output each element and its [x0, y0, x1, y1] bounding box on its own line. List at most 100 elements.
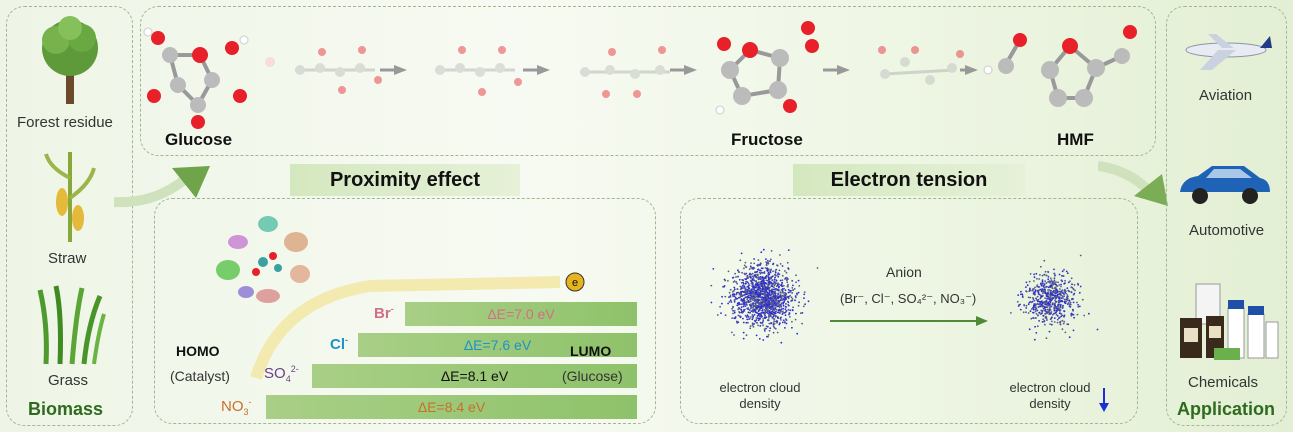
electron-dot [734, 298, 737, 301]
electron-dot [1064, 298, 1067, 301]
electron-dot [762, 311, 765, 314]
electron-dot [766, 311, 768, 314]
electron-dot [1028, 328, 1031, 331]
electron-dot [766, 259, 769, 262]
electron-dot [1035, 332, 1038, 334]
electron-dot [762, 324, 764, 327]
electron-dot [794, 295, 797, 297]
electron-dot [756, 315, 759, 318]
electron-dot [728, 296, 730, 298]
electron-dot [783, 298, 785, 301]
electron-dot [751, 278, 754, 281]
electron-dot [1025, 281, 1028, 284]
electron-dot [1017, 294, 1020, 296]
electron-dot [751, 298, 754, 300]
electron-dot [770, 322, 773, 325]
car-icon [1180, 166, 1270, 204]
electron-dot [765, 316, 768, 319]
electron-dot [1088, 312, 1090, 315]
electron-dot [1051, 323, 1053, 326]
electron-dot [772, 270, 774, 273]
electron-dot [1072, 301, 1075, 304]
electron-dot [768, 315, 770, 318]
electron-dot [730, 301, 733, 303]
electron-dot [1057, 281, 1059, 284]
electron-dot [773, 304, 776, 307]
electron-dot [1064, 279, 1066, 282]
electron-dot [773, 308, 776, 311]
electron-dot [758, 283, 761, 285]
electron-dot [763, 292, 765, 295]
electron-dot [795, 274, 797, 277]
electron-dot [732, 281, 735, 283]
electron-dot [762, 279, 765, 282]
electron-dot [765, 302, 768, 305]
electron-dot [775, 315, 777, 318]
electron-dot [787, 267, 790, 270]
electron-dot [1048, 308, 1051, 311]
electron-dot [1041, 312, 1043, 315]
electron-dot [728, 291, 731, 294]
no3-energy-bar: ΔE=8.4 eV [266, 395, 637, 419]
electron-dot [746, 298, 749, 301]
cl-energy: ΔE=7.6 eV [463, 337, 532, 353]
electron-dot [738, 315, 741, 317]
electron-dot [734, 316, 737, 318]
electron-dot [759, 317, 761, 320]
electron-dot [754, 286, 757, 289]
electron-dot [1056, 315, 1059, 317]
electron-dot [747, 307, 750, 310]
electron-dot [774, 327, 777, 330]
electron-dot [1041, 302, 1044, 304]
electron-dot [797, 291, 800, 294]
electron-dot [739, 316, 742, 319]
electron-dot [747, 321, 749, 324]
electron-dot [751, 309, 754, 312]
electron-dot [748, 268, 751, 270]
electron-dot [727, 280, 729, 282]
electron-dot [1030, 317, 1033, 320]
electron-dot [1033, 305, 1035, 308]
electron-dot [761, 309, 764, 312]
electron-dot [1053, 309, 1056, 312]
electron-dot [759, 276, 762, 278]
electron-dot [770, 315, 772, 317]
electron-dot [739, 294, 742, 296]
electron-dot [782, 304, 785, 307]
electron-dot [741, 300, 744, 302]
reaction-pathway-molecules [143, 21, 1137, 129]
electron-dot [1046, 312, 1049, 314]
electron-dot [733, 311, 736, 314]
electron-dot [1057, 304, 1059, 306]
electron-dot [772, 311, 775, 314]
electron-dot [1072, 329, 1075, 332]
electron-dot [791, 280, 794, 282]
electron-dot [752, 311, 754, 313]
electron-dot [1060, 285, 1062, 288]
electron-dot [803, 297, 805, 299]
electron-dot [1053, 321, 1056, 323]
electron-dot [1048, 296, 1050, 299]
electron-dot [740, 298, 743, 300]
electron-dot [745, 266, 748, 268]
electron-dot [1054, 297, 1057, 300]
electron-dot [754, 273, 757, 276]
electron-dot [1034, 289, 1037, 292]
electron-dot [740, 291, 742, 293]
electron-dot [1025, 307, 1028, 309]
electron-dot [785, 306, 787, 308]
electron-dot [1063, 320, 1066, 323]
electron-dot [1035, 313, 1038, 315]
electron-dot [781, 294, 783, 297]
electron-dot [755, 306, 758, 309]
electron-dot [742, 337, 745, 340]
electron-dot [769, 282, 772, 285]
electron-dot [781, 290, 784, 293]
electron-dot [770, 281, 772, 283]
electron-dot [760, 313, 762, 315]
electron-dot [775, 304, 777, 307]
electron-dot [744, 287, 747, 290]
electron-dot [1073, 284, 1076, 286]
electron-dot [1073, 292, 1076, 295]
electron-tension-banner: Electron tension [793, 164, 1025, 196]
